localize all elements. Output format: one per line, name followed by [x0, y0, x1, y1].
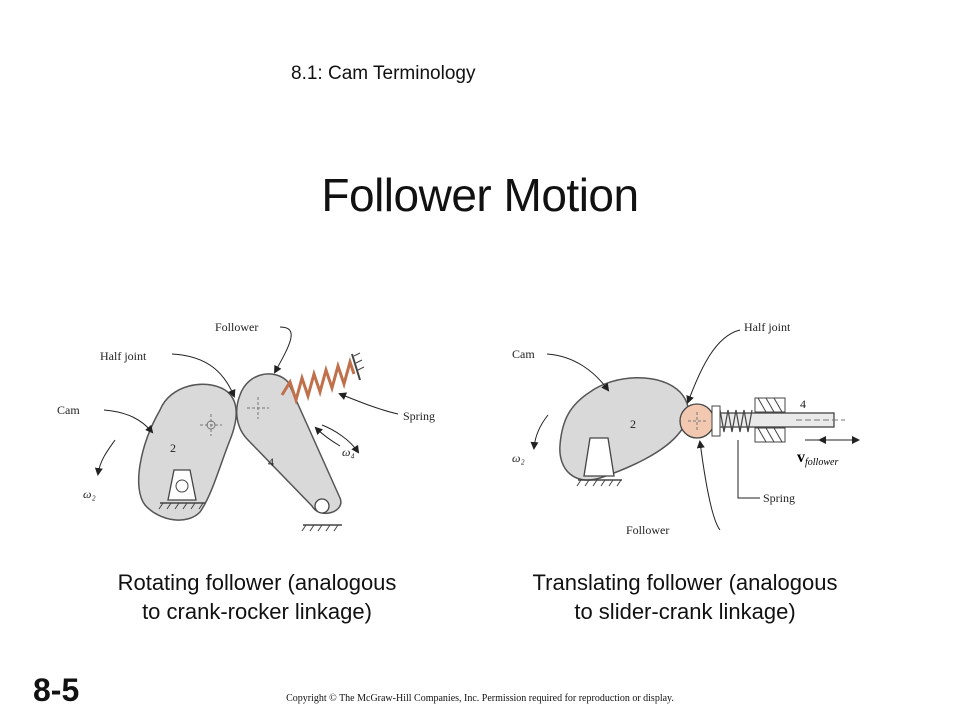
right-half-joint-label: Half joint	[744, 320, 791, 334]
right-omega2-label: ω₂	[512, 451, 525, 465]
right-caption-line2: to slider-crank linkage)	[574, 599, 796, 624]
left-link4-label: 4	[268, 455, 274, 469]
right-velocity-label: vfollower	[797, 449, 838, 468]
right-spring-label: Spring	[763, 491, 795, 505]
left-omega4-label: ω₄	[342, 445, 355, 459]
translating-follower-diagram: Cam Half joint Spring Follower 2 4 ω₂ vf…	[512, 320, 860, 537]
left-follower-label: Follower	[215, 320, 258, 334]
left-caption-line1: Rotating follower (analogous	[117, 570, 397, 595]
right-cam-label: Cam	[512, 347, 535, 361]
left-spring	[280, 356, 356, 406]
right-follower-label: Follower	[626, 523, 669, 537]
rotating-follower-diagram: Follower Half joint Cam Spring 2 4 ω₂ ω₄	[57, 320, 435, 532]
right-link4-label: 4	[800, 397, 806, 411]
right-spring	[719, 409, 753, 433]
right-cam-ground	[583, 437, 615, 477]
left-spring-label: Spring	[403, 409, 435, 423]
right-link2-label: 2	[630, 417, 636, 431]
right-caption: Translating follower (analogous to slide…	[470, 568, 900, 626]
right-cam	[559, 377, 689, 481]
section-header: 8.1: Cam Terminology	[291, 63, 476, 84]
left-cam	[137, 383, 237, 521]
right-caption-line1: Translating follower (analogous	[532, 570, 838, 595]
left-caption-line2: to crank-rocker linkage)	[142, 599, 372, 624]
left-caption: Rotating follower (analogous to crank-ro…	[62, 568, 452, 626]
copyright-notice: Copyright © The McGraw-Hill Companies, I…	[286, 693, 674, 704]
left-link2-label: 2	[170, 441, 176, 455]
slide-number: 8-5	[33, 672, 80, 708]
left-cam-center	[200, 414, 222, 436]
right-roller	[679, 403, 715, 439]
left-omega2-label: ω₂	[83, 487, 96, 501]
left-half-joint-label: Half joint	[100, 349, 147, 363]
slide-title: Follower Motion	[321, 169, 639, 221]
left-cam-label: Cam	[57, 403, 80, 417]
left-follower-arm	[235, 373, 342, 515]
